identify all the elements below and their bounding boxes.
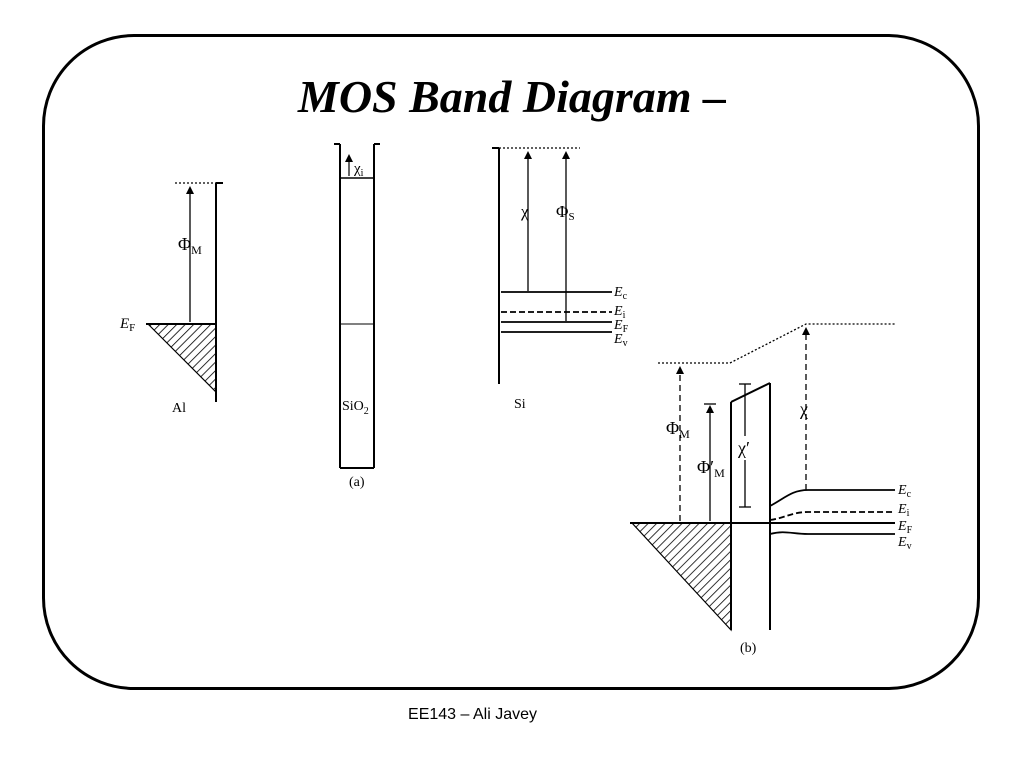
- si-ec-bent: [769, 489, 895, 507]
- diagram-b: ΦM Φ′M χ′ χ Ec Ei EF Ev (b): [630, 323, 913, 656]
- chi-prime-label: χ′: [737, 438, 750, 458]
- caption-a: (a): [349, 475, 365, 490]
- level-ef-label-b: EF: [897, 519, 913, 536]
- level-ei-label-b: Ei: [897, 502, 910, 519]
- chi-label: χ: [520, 202, 529, 221]
- level-ei-label: Ei: [613, 304, 626, 321]
- oxide-conduction-band-b: [730, 382, 771, 403]
- phi-m-label: ΦM: [178, 234, 202, 257]
- caption-b: (b): [740, 641, 757, 656]
- level-ev-label-b: Ev: [897, 535, 912, 552]
- metal-band: ΦM EF Al: [119, 182, 223, 416]
- si-ei-bent: [769, 511, 895, 521]
- chi-prime-label-bg: [737, 436, 757, 460]
- vacuum-level-b: [658, 323, 895, 364]
- si-label: Si: [514, 397, 526, 412]
- phi-m-prime-label: Φ′M: [697, 457, 725, 480]
- semiconductor-band: χ ΦS Ec Ei EF Ev Si: [492, 147, 629, 412]
- ef-label: EF: [119, 316, 135, 334]
- slide-frame: [42, 34, 980, 690]
- diagram-a: ΦM EF Al χi SiO2 (a): [119, 143, 629, 490]
- metal-filled-states: [146, 323, 217, 394]
- sio2-label: SiO2: [342, 399, 369, 417]
- chi-label-b: χ: [799, 399, 808, 419]
- level-ev-label: Ev: [613, 332, 628, 349]
- metal-filled-states-b: [630, 522, 732, 632]
- phi-s-label: ΦS: [556, 202, 575, 223]
- phi-m-label-b: ΦM: [666, 418, 690, 441]
- level-ec-label: Ec: [613, 285, 628, 302]
- level-ef-label: EF: [613, 318, 629, 335]
- chi-i-label: χi: [353, 161, 364, 179]
- slide-title: MOS Band Diagram –: [297, 71, 727, 122]
- al-label: Al: [172, 401, 186, 416]
- level-ec-label-b: Ec: [897, 483, 912, 500]
- oxide-band: χi SiO2 (a): [334, 143, 380, 490]
- slide-footer: EE143 – Ali Javey: [408, 706, 537, 723]
- si-ev-bent: [769, 531, 895, 535]
